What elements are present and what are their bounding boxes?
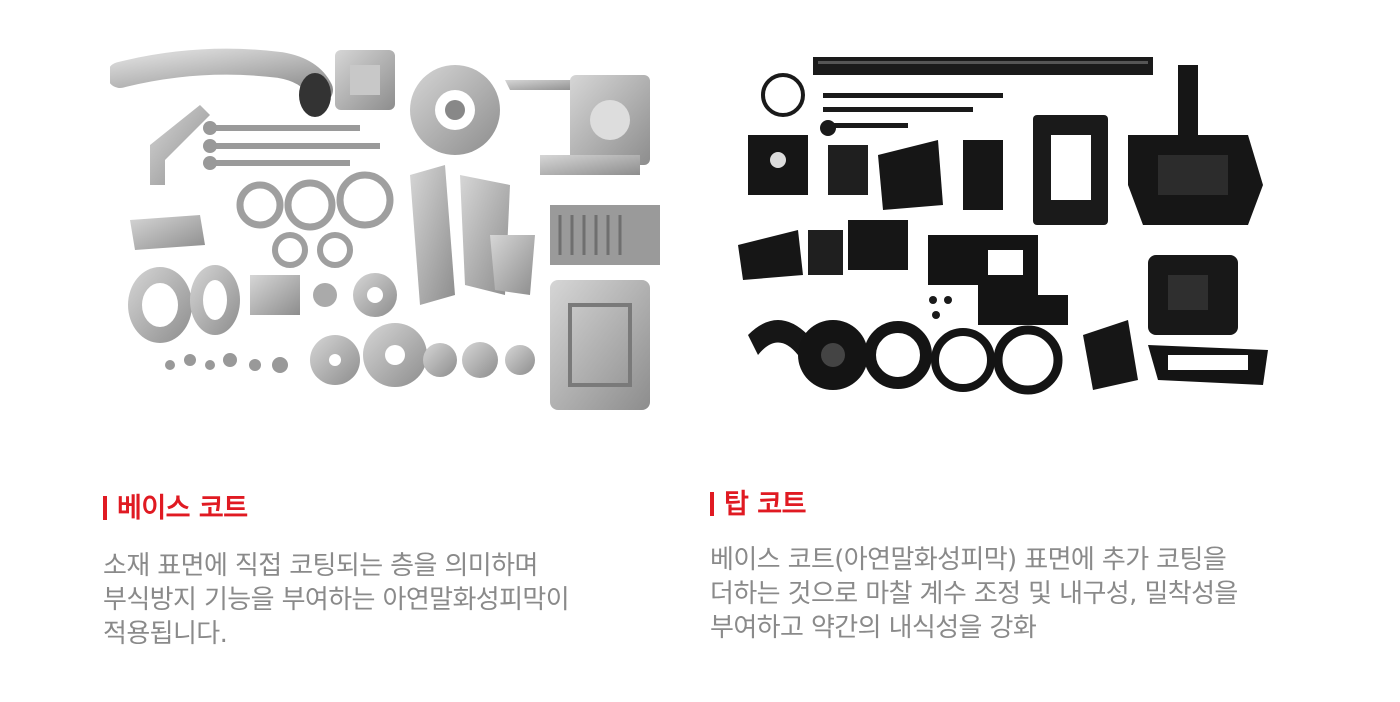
top-coat-title-text: 탑 코트 bbox=[724, 489, 806, 520]
top-coat-title: 탑 코트 bbox=[710, 482, 806, 521]
metal-parts-illustration bbox=[110, 35, 670, 425]
metal-parts-photo bbox=[110, 35, 670, 425]
base-coat-description: 소재 표면에 직접 코팅되는 층을 의미하며 부식방지 기능을 부여하는 아연말… bbox=[103, 551, 570, 649]
title-bar-marker bbox=[103, 496, 107, 520]
black-parts-illustration bbox=[718, 35, 1278, 425]
top-coat-description: 베이스 코트(아연말화성피막) 표면에 추가 코팅을 더하는 것으로 마찰 계수… bbox=[710, 545, 1238, 643]
base-coat-title: 베이스 코트 bbox=[103, 486, 248, 525]
base-coat-title-text: 베이스 코트 bbox=[117, 493, 248, 524]
black-coated-parts-photo bbox=[718, 35, 1278, 425]
title-bar-marker bbox=[710, 492, 714, 516]
